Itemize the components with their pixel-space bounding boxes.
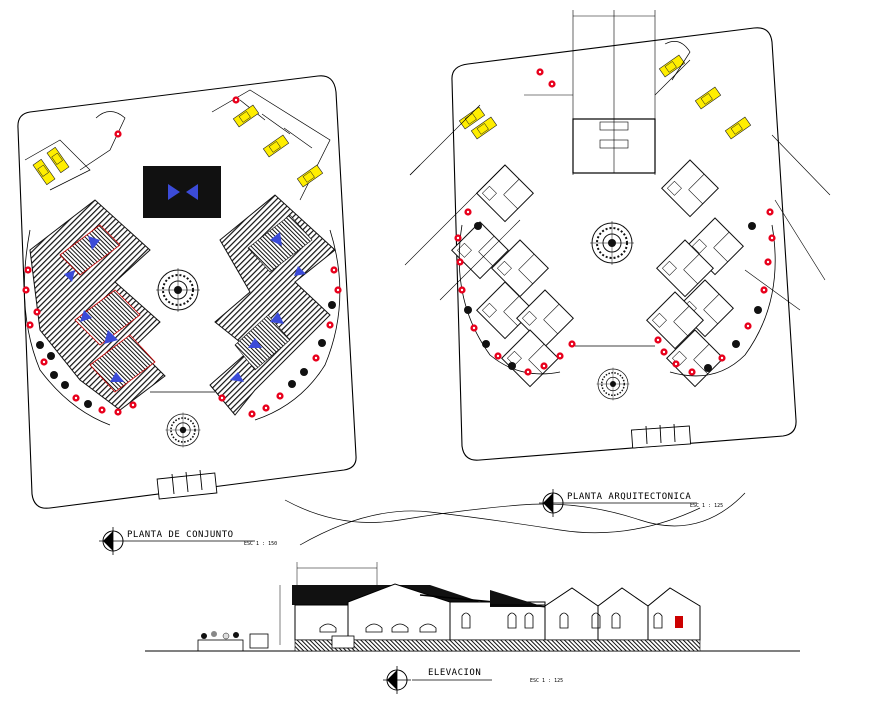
section-symbol-icon [382,665,412,695]
north-arrow-icon [538,488,568,518]
car-icon [233,104,259,128]
arch-entry-gate [630,423,692,449]
building-wing-right [209,194,336,416]
elevation-title: ELEVACION [428,668,482,678]
arch-plan-scale: ESC 1 : 125 [690,503,724,509]
arch-boundary [451,27,797,461]
entrance-plaza [143,166,221,218]
entry-gate [156,469,218,500]
site-plan-title: PLANTA DE CONJUNTO [127,530,234,540]
central-fountain-icon [155,267,201,313]
rooms-left-wing [451,164,574,388]
elevation-drawing [145,562,800,652]
elevation-scale: ESC 1 : 125 [530,678,564,684]
building-wing-left [29,199,166,411]
site-plan-scale: ESC 1 : 150 [244,541,278,547]
terrain-lines [284,492,746,546]
site-plan [17,75,357,509]
architectural-plan [404,10,831,461]
north-arrow-icon [98,526,128,556]
site-boundary [17,75,357,509]
arch-plan-title: PLANTA ARQUITECTONICA [567,492,692,502]
